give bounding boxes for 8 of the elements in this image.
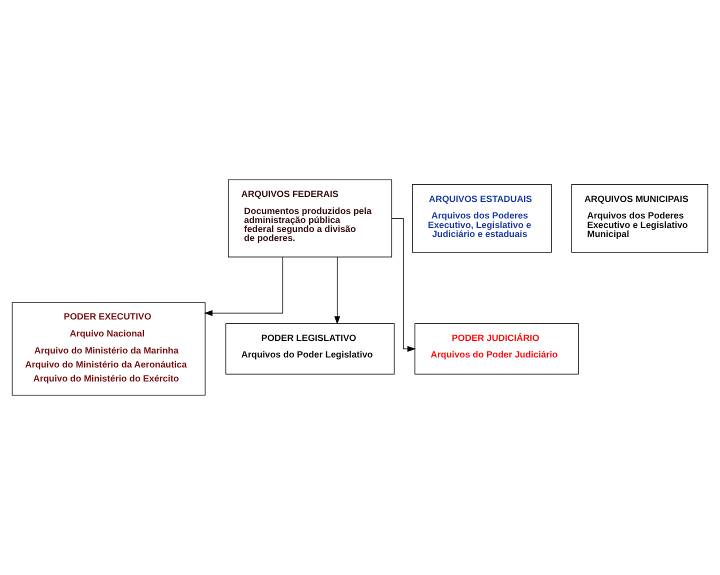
node-box: PODER LEGISLATIVO Arquivos do Poder Legislativo [225,323,395,374]
node-box: PODER JUDICIÁRIO Arquivos do Poder Judiciário [414,323,579,374]
node-box: ARQUIVOS FEDERAIS Documentos produzidos pela administração pública federal segundo a divisão de poderes. [228,179,392,258]
node-box: PODER EXECUTIVO Arquivo Nacional Arquivo do Ministério da Marinha Arquivo do Ministério da Aeronáutica Arquivo do Ministério do Exército [12,302,206,396]
arrow [334,256,340,325]
node-box: ARQUIVOS MUNICIPAIS Arquivos dos Poderes Executivo e Legislativo Municipal [571,184,708,253]
node-box: ARQUIVOS ESTADUAIS Arquivos dos Poderes Executivo, Legislativo e Judiciário e estaduais [412,184,552,253]
arrow [204,256,284,316]
